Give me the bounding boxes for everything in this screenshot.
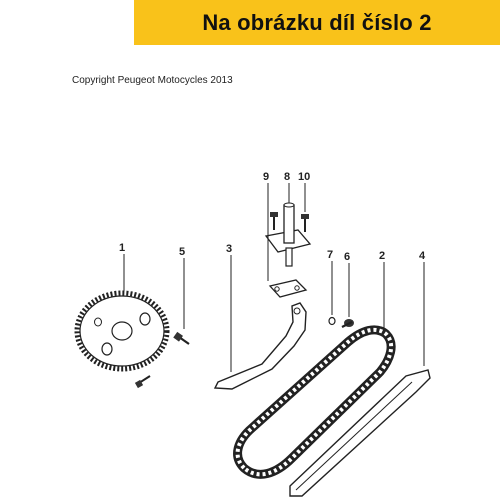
tensioner-gasket: [268, 279, 308, 298]
chain-tensioner-arm: [213, 302, 307, 390]
callout-10: 10: [298, 171, 310, 183]
copyright-text: Copyright Peugeot Motocycles 2013: [72, 75, 233, 86]
chain-guide-rail: [289, 369, 431, 497]
drive-chain: [233, 325, 396, 479]
mounting-screws: [270, 212, 309, 232]
sprocket-bolt: [173, 331, 190, 345]
banner-title: Na obrázku díl číslo 2: [202, 9, 432, 35]
callout-1: 1: [119, 242, 125, 254]
title-banner: Na obrázku díl číslo 2: [134, 0, 500, 45]
callout-6: 6: [344, 251, 350, 263]
o-ring: [328, 316, 336, 326]
sprocket-bolt-lower: [134, 375, 151, 389]
callout-3: 3: [226, 243, 232, 255]
callout-8: 8: [284, 171, 290, 183]
callout-4: 4: [419, 250, 426, 262]
tensioner-plunger: [264, 202, 312, 267]
callout-9: 9: [263, 171, 269, 183]
callout-7: 7: [327, 249, 333, 261]
callout-5: 5: [179, 246, 185, 258]
tensioner-bolt: [341, 319, 354, 328]
callout-2: 2: [379, 250, 385, 262]
sprocket-wheel: [74, 290, 170, 372]
